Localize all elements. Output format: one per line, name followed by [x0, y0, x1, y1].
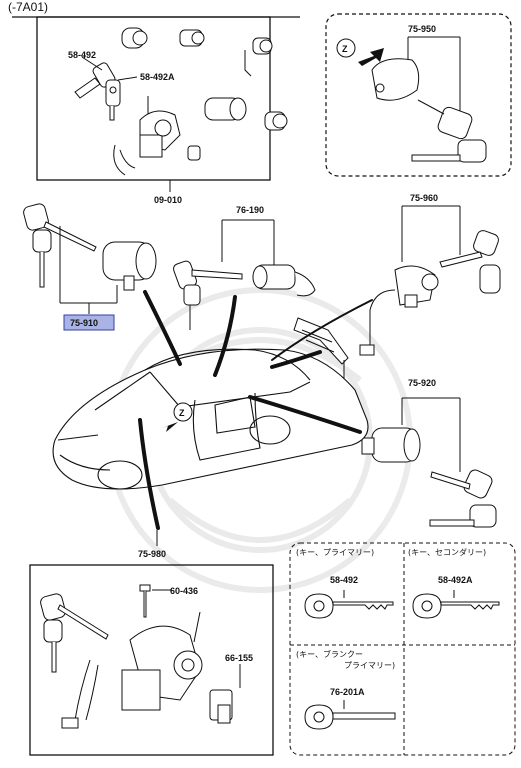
trunk-lock-icon — [371, 58, 487, 163]
assembly-box-75-980: 60-436 66-155 — [29, 564, 274, 756]
primary-key-icon — [304, 590, 394, 619]
part-label-76-190[interactable]: 76-190 — [236, 205, 264, 215]
assembly-76-190: 76-190 — [173, 205, 316, 330]
legend-blank-title-2: プライマリー) — [344, 661, 395, 670]
arrow-icon — [358, 48, 384, 66]
trunk-lock-icon — [359, 265, 439, 356]
assembly-75-960: 75-960 — [359, 193, 501, 356]
part-label-58-492[interactable]: 58-492 — [68, 50, 96, 60]
door-lock-cylinder-icon — [252, 264, 316, 297]
part-label-75-980[interactable]: 75-980 — [138, 549, 166, 559]
part-label-75-960[interactable]: 75-960 — [410, 193, 438, 203]
lock-cylinder-icon — [102, 241, 157, 291]
key-icon — [40, 593, 109, 673]
legend-secondary-part[interactable]: 58-492A — [438, 575, 473, 585]
ignition-switch-icon — [113, 96, 181, 176]
secondary-key-icon — [412, 590, 500, 619]
part-label-60-436[interactable]: 60-436 — [170, 586, 198, 596]
diagram-code: (-7A01) — [8, 0, 49, 14]
key-reminder-switch-icon — [209, 689, 233, 724]
part-label-75-950[interactable]: 75-950 — [408, 24, 436, 34]
key-icon — [173, 260, 243, 330]
legend-primary-title: (キー、プライマリー) — [296, 548, 374, 557]
highlight-box-75-910[interactable] — [63, 314, 115, 331]
bolt-icon — [139, 584, 151, 618]
legend-primary-part[interactable]: 58-492 — [330, 575, 358, 585]
part-label-75-920[interactable]: 75-920 — [408, 378, 436, 388]
svg-text:Z: Z — [179, 408, 185, 418]
key-legend-panel: (キー、プライマリー) (キー、セコンダリー) 58-492 58-492A (… — [289, 542, 516, 756]
part-label-66-155[interactable]: 66-155 — [225, 653, 253, 663]
car-illustration — [52, 348, 369, 490]
weatherstrip-icon — [293, 317, 349, 365]
key-icon — [74, 62, 121, 121]
lock-cylinder-icon — [121, 27, 288, 161]
legend-blank-title-1: (キー、ブランクー — [296, 649, 363, 659]
key-icon — [429, 469, 497, 528]
legend-secondary-title: (キー、セコンダリー) — [408, 547, 486, 557]
part-label-75-910[interactable]: 75-910 — [70, 318, 98, 328]
ignition-switch-icon — [61, 611, 203, 729]
part-label-58-492A[interactable]: 58-492A — [140, 72, 175, 82]
part-label-09-010[interactable]: 09-010 — [154, 195, 182, 205]
key-icon — [23, 203, 97, 288]
car-marker-z: Z — [162, 402, 193, 432]
blank-key-icon — [304, 700, 396, 730]
assembly-75-910: 75-910 — [23, 203, 157, 331]
door-lock-cylinder-icon — [361, 427, 421, 463]
assembly-box-09-010: 58-492 58-492A — [12, 16, 300, 181]
callout-arrows — [138, 290, 373, 530]
direction-marker-z: Z — [342, 44, 348, 54]
assembly-box-75-950: 75-950 Z — [325, 13, 512, 177]
legend-blank-part[interactable]: 76-201A — [330, 687, 365, 697]
key-icon — [439, 230, 501, 294]
assembly-75-920: 75-920 — [361, 378, 497, 528]
